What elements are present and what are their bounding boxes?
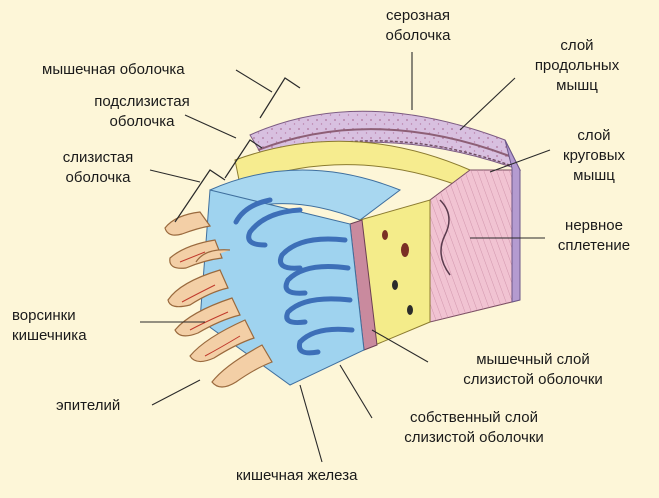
- villi-capillaries: [179, 251, 241, 357]
- blood-vessel: [401, 243, 409, 257]
- leader-lines: [140, 52, 551, 463]
- serosa-edge: [504, 139, 521, 303]
- layer-brackets: [174, 77, 301, 223]
- villi: [164, 211, 273, 388]
- blood-vessel: [392, 280, 398, 290]
- nerve-plexus: [439, 199, 451, 276]
- label-intestinal-gland: кишечная железа: [236, 467, 358, 484]
- blood-vessel: [407, 305, 413, 315]
- right-face-stripes: [430, 170, 520, 322]
- blood-vessel: [382, 230, 388, 240]
- intestinal-glands: [233, 197, 355, 356]
- longitudinal-muscle-top-band: [257, 128, 513, 158]
- label-muscular-coat: мышечная оболочка: [42, 61, 185, 78]
- label-epithelium: эпителий: [56, 397, 121, 414]
